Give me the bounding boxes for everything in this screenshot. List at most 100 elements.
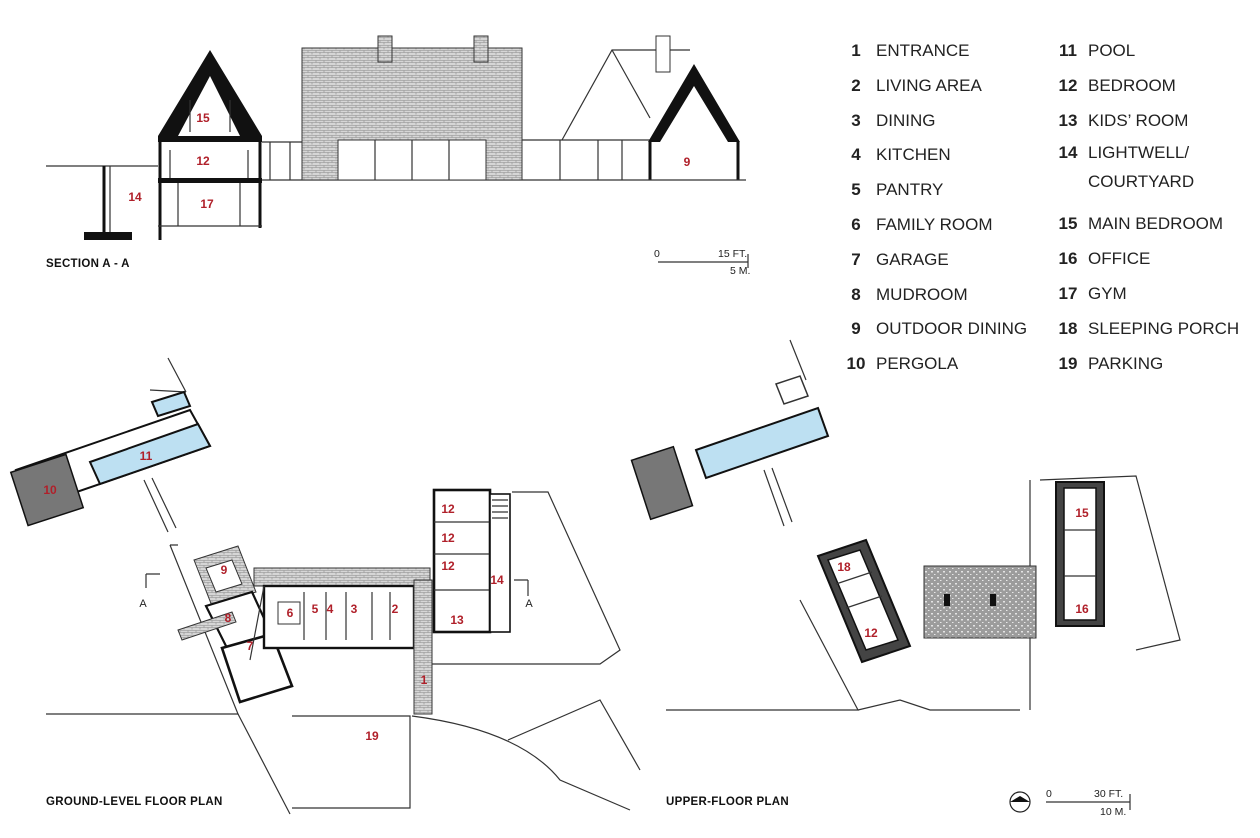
left-upper-floor-slab <box>158 136 262 142</box>
plan-label-12c: 12 <box>441 559 455 573</box>
plan-label-5: 5 <box>312 602 319 616</box>
east-site-line <box>430 491 621 665</box>
plan-label-10: 10 <box>43 483 57 497</box>
legend-name: PERGOLA <box>876 354 959 374</box>
plan-label-7: 7 <box>247 639 254 653</box>
lightwell-stair <box>492 499 508 519</box>
legend-name: ENTRANCE <box>876 41 970 60</box>
legend-name: GYM <box>1088 283 1127 303</box>
legend-name: PANTRY <box>876 180 944 200</box>
legend-item: 2 LIVING AREA <box>836 69 1027 104</box>
plan-label-13: 13 <box>450 613 464 627</box>
plan-label-12a: 12 <box>441 502 455 516</box>
upper-site-west <box>666 339 859 711</box>
upper-east-wing-rooms <box>1063 487 1097 621</box>
glazing-mullions <box>374 140 450 180</box>
plan-label-2: 2 <box>392 602 399 616</box>
upper-pool-steps <box>763 467 793 527</box>
upper-spa-outline <box>775 375 809 405</box>
central-roof-plan <box>923 565 1037 639</box>
upper-plan-caption: UPPER-FLOOR PLAN <box>666 796 789 808</box>
ground-plan-caption: GROUND-LEVEL FLOOR PLAN <box>46 796 223 808</box>
right-gable-roof <box>648 64 740 142</box>
legend-number: 7 <box>851 249 861 269</box>
legend-name-line-1: LIGHTWELL/ <box>1088 143 1190 163</box>
right-roof-outline <box>561 49 690 141</box>
chimney-right <box>473 35 489 63</box>
main-wing-brick-roofline <box>253 567 431 587</box>
legend-item: 12 BEDROOM <box>1048 69 1239 104</box>
drive-curve <box>411 715 631 811</box>
legend-number: 6 <box>851 214 861 234</box>
left-gable-roof <box>158 50 262 136</box>
legend-name: PARKING <box>1088 353 1164 373</box>
site-line-north <box>149 357 187 393</box>
legend-number: 14 <box>1058 143 1078 163</box>
plan-label-14: 14 <box>490 573 504 587</box>
plan-label-19: 19 <box>365 729 379 743</box>
legend-name: OUTDOOR DINING <box>876 319 1028 339</box>
section-label-9: 9 <box>684 155 691 169</box>
plan-label-8: 8 <box>225 611 232 625</box>
lightwell-court <box>489 493 511 633</box>
section-caption: SECTION A - A <box>46 258 130 270</box>
section-scale-zero: 0 <box>654 248 660 260</box>
legend-item: 3 DINING <box>836 104 1027 139</box>
plan-label-6: 6 <box>287 606 294 620</box>
legend-number: 9 <box>851 319 861 339</box>
legend-number: 15 <box>1058 214 1078 234</box>
legend-number: 12 <box>1058 75 1078 95</box>
legend-number: 11 <box>1059 41 1077 60</box>
upper-east-partitions <box>1064 529 1096 577</box>
plan-scale-ft: 30 FT. <box>1094 788 1124 800</box>
legend-name: DINING <box>876 110 936 130</box>
legend-item: 6 FAMILY ROOM <box>836 208 1027 243</box>
legend-number: 2 <box>851 75 861 95</box>
ground-level-plan: A A 11 10 9 8 7 6 5 4 3 2 12 12 12 13 14… <box>9 357 641 815</box>
legend-number: 3 <box>851 110 861 130</box>
right-chimney <box>655 35 671 73</box>
outdoor-dining-room <box>205 559 243 593</box>
section-scale-m: 5 M. <box>730 265 751 277</box>
legend-name: LIVING AREA <box>876 75 982 95</box>
legend-item: 15 MAIN BEDROOM <box>1048 207 1239 242</box>
section-a-a: 15 12 17 14 9 <box>46 35 746 240</box>
chimney-left <box>377 35 393 63</box>
bedroom-partitions <box>434 521 490 591</box>
legend-number: 8 <box>851 284 861 304</box>
section-label-15: 15 <box>196 111 210 125</box>
left-house-openings <box>169 100 249 226</box>
upper-pool-roof-view <box>694 406 830 480</box>
cut-mark-left: A <box>139 598 147 610</box>
legend-number: 5 <box>851 180 861 200</box>
bedroom-wing <box>432 488 492 634</box>
entrance-spine <box>413 579 433 715</box>
legend-name: MUDROOM <box>876 284 968 304</box>
roof-chimney-1 <box>944 594 950 606</box>
legend-item: 5 PANTRY <box>836 173 1027 208</box>
legend-name: KITCHEN <box>876 145 951 165</box>
upper-label-15: 15 <box>1075 506 1089 520</box>
plan-label-3: 3 <box>351 602 358 616</box>
section-cut-marks <box>145 573 529 596</box>
section-label-17: 17 <box>200 197 214 211</box>
legend-name: BEDROOM <box>1088 75 1176 95</box>
plan-label-11: 11 <box>140 449 153 463</box>
legend-name: MAIN BEDROOM <box>1088 214 1224 234</box>
parking-court <box>237 713 411 815</box>
north-arrow-needle <box>1010 796 1030 802</box>
upper-label-12: 12 <box>864 626 878 640</box>
legend-name: FAMILY ROOM <box>876 214 993 234</box>
legend-item: 9 OUTDOOR DINING <box>836 312 1027 347</box>
right-link <box>522 139 650 180</box>
main-wing-partitions <box>303 592 391 640</box>
